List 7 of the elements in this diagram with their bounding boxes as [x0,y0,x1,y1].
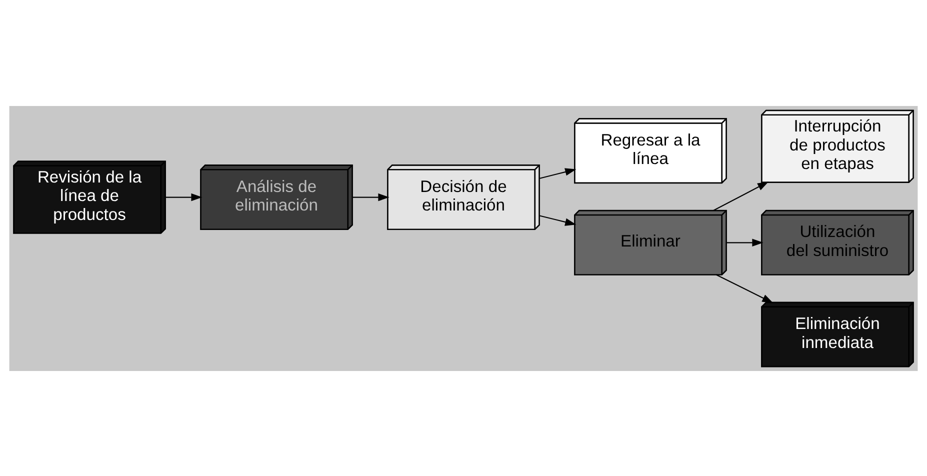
arrow [716,274,774,303]
arrow [713,181,769,210]
arrow [540,168,576,178]
arrow [726,238,764,246]
arrow [352,192,390,201]
arrow [540,214,576,226]
arrow [166,192,202,201]
